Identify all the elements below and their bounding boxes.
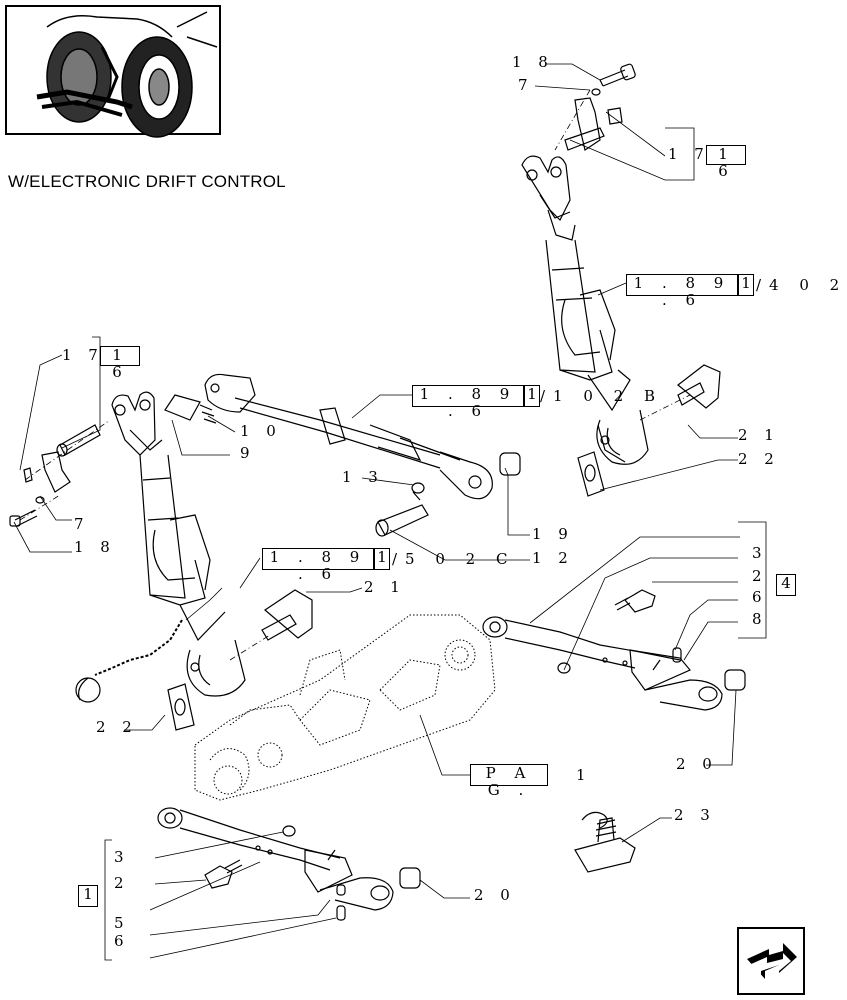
callout-17-left: 1 7 [62, 346, 104, 364]
bolt-2-bottom [204, 859, 243, 889]
ref-left-tail: /5 0 2 C [392, 550, 516, 568]
callout-18-top: 1 8 [512, 53, 554, 71]
spring-clip-13 [411, 482, 425, 501]
left-lift-rod [75, 391, 246, 703]
page-title: W/ELECTRONIC DRIFT CONTROL [8, 172, 286, 191]
bolt-18-top [591, 63, 636, 96]
lower-link-left [157, 807, 394, 911]
pin-6-right [672, 647, 682, 663]
ref-top-right-tail: /4 0 2 [756, 276, 847, 294]
ref-pag-main[interactable]: P A G . [470, 764, 548, 799]
ref-pag-tail: 1 [576, 766, 594, 784]
callout-21-left: 2 1 [364, 578, 406, 596]
clevis-pin-21-left [261, 589, 313, 641]
bush-19 [499, 452, 521, 476]
callout-10: 1 0 [240, 422, 282, 440]
clevis-pin-21-right [677, 364, 721, 409]
callout-21-right: 2 1 [738, 426, 780, 444]
next-page-arrow-icon [747, 943, 797, 979]
callout-16-top-box[interactable]: 1 6 [706, 145, 746, 180]
ref-top-right-main[interactable]: 1 . 8 9 . 6 [626, 274, 738, 309]
callout-2-right: 2 [752, 567, 768, 585]
callout-18-left: 1 8 [74, 538, 116, 556]
latch-23 [574, 811, 636, 873]
ref-top-right-box[interactable]: 1 [738, 274, 754, 296]
callout-3-bottom: 3 [114, 848, 130, 866]
group-1-box[interactable]: 1 [78, 885, 98, 907]
lower-link-right [482, 616, 723, 711]
callout-20-right: 2 0 [676, 755, 718, 773]
callout-23: 2 3 [674, 806, 716, 824]
callout-3-right: 3 [752, 544, 768, 562]
callout-22-left: 2 2 [96, 718, 138, 736]
callout-6-right: 6 [752, 588, 768, 606]
callout-8-right: 8 [752, 610, 768, 628]
callout-7-top: 7 [518, 76, 534, 94]
hitch-housing-outline [194, 614, 496, 801]
callout-22-right: 2 2 [738, 450, 780, 468]
ref-left-main[interactable]: 1 . 8 9 . 6 [262, 548, 374, 583]
callout-7-left: 7 [74, 515, 90, 533]
callout-16-left-box[interactable]: 1 6 [100, 346, 140, 381]
pin-plate-top [564, 97, 623, 151]
next-page-button[interactable] [737, 927, 805, 995]
callout-2-bottom: 2 [114, 874, 130, 892]
callout-19: 1 9 [532, 525, 574, 543]
tractor-rear-thumbnail-icon [36, 11, 218, 138]
top-link [164, 373, 493, 500]
callout-17-top: 1 7 [668, 145, 710, 163]
callout-13: 1 3 [342, 468, 384, 486]
callout-6-bottom: 6 [114, 932, 130, 950]
callout-20-bottom: 2 0 [474, 886, 516, 904]
bolt-2-right [614, 589, 656, 613]
bush-20-right [724, 669, 746, 691]
ref-mid-main[interactable]: 1 . 8 9 . 6 [412, 385, 524, 420]
tractor-thumbnail [5, 5, 221, 138]
ref-mid-box[interactable]: 1 [524, 385, 540, 407]
bush-20-bottom [399, 867, 421, 889]
callout-5-bottom: 5 [114, 914, 130, 932]
group-4-box[interactable]: 4 [776, 574, 796, 596]
spacer-22-right [577, 451, 605, 497]
spacer-22-left [167, 683, 195, 731]
callout-12: 1 2 [532, 549, 574, 567]
right-lift-rod [521, 155, 649, 465]
pin-6-bottom [336, 884, 346, 921]
callout-9: 9 [240, 444, 256, 462]
pin-12 [375, 504, 429, 537]
pin-plate-left [9, 424, 101, 527]
ref-left-box[interactable]: 1 [374, 548, 390, 570]
exploded-parts-diagram [9, 63, 767, 961]
ref-mid-tail: /1 0 2 B [540, 387, 664, 405]
